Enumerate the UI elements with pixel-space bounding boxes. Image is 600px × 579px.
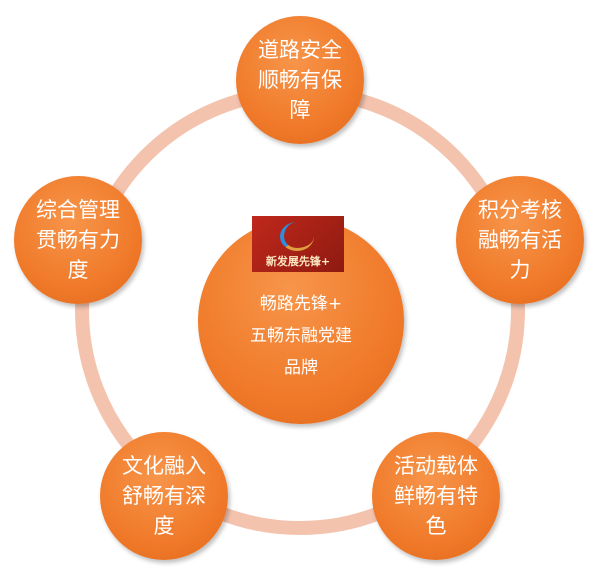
node-label: 道路安全顺畅有保障 [258, 38, 342, 122]
node-label: 文化融入舒畅有深度 [122, 454, 206, 538]
center-node: 新发展先锋+ 畅路先锋+ 五畅东融党建 品牌 [198, 216, 404, 424]
node-label: 积分考核融畅有活力 [478, 198, 562, 282]
node-management: 综合管理贯畅有力度 [14, 176, 142, 304]
node-points-assessment: 积分考核融畅有活力 [456, 176, 584, 304]
logo-text: 新发展先锋+ [265, 255, 331, 268]
center-line-1: 畅路先锋+ [259, 294, 343, 314]
brand-logo: 新发展先锋+ [252, 216, 344, 272]
node-road-safety: 道路安全顺畅有保障 [236, 16, 364, 144]
node-label: 综合管理贯畅有力度 [36, 198, 120, 282]
node-culture: 文化融入舒畅有深度 [100, 432, 228, 560]
center-line-3: 品牌 [284, 358, 318, 378]
center-line-2: 五畅东融党建 [250, 326, 352, 346]
logo-mark-icon [280, 222, 314, 251]
node-label: 活动载体鲜畅有特色 [394, 454, 478, 538]
node-activity-carrier: 活动载体鲜畅有特色 [372, 432, 500, 560]
